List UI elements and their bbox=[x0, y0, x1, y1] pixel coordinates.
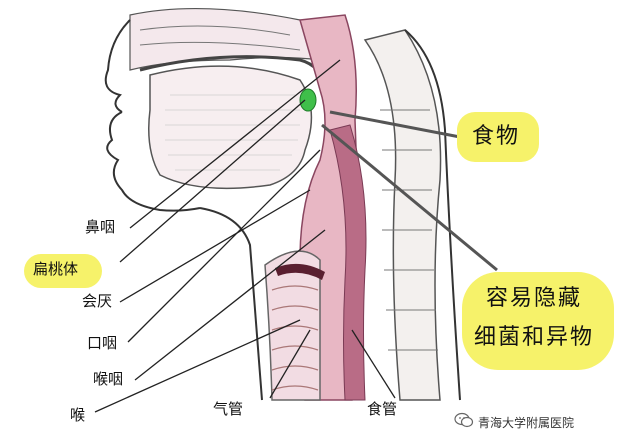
label-tonsil: 扁桃体 bbox=[33, 260, 79, 278]
tonsil-highlight bbox=[24, 254, 102, 288]
neck-outline bbox=[199, 207, 263, 401]
back-outline bbox=[404, 29, 461, 401]
label-trachea: 气管 bbox=[213, 400, 244, 418]
hiding-highlight bbox=[462, 272, 614, 370]
leader-esophagus bbox=[351, 329, 396, 399]
label-hiding-line2: 细菌和异物 bbox=[474, 325, 595, 350]
leader-laryngopharynx bbox=[134, 229, 326, 381]
label-laryngopharynx: 喉咽 bbox=[93, 370, 124, 388]
esophagus-tube bbox=[329, 124, 367, 401]
label-esophagus: 食管 bbox=[367, 400, 398, 418]
nose-outline bbox=[104, 19, 131, 113]
leader-epiglottis bbox=[119, 189, 311, 303]
label-food: 食物 bbox=[472, 124, 521, 149]
leader-nasopharynx bbox=[129, 59, 341, 229]
label-oropharynx: 口咽 bbox=[87, 334, 118, 352]
leader-larynx bbox=[94, 319, 301, 413]
tonsil-mark bbox=[299, 88, 317, 112]
epiglottis-flap bbox=[275, 263, 325, 280]
label-epiglottis: 会厌 bbox=[82, 292, 113, 310]
leader-food bbox=[329, 110, 461, 139]
food-highlight bbox=[457, 112, 539, 162]
leader-oropharynx bbox=[127, 149, 321, 343]
label-nasopharynx: 鼻咽 bbox=[85, 218, 116, 236]
leader-tonsil bbox=[119, 99, 306, 263]
leader-trachea bbox=[269, 329, 311, 399]
leader-hiding bbox=[321, 123, 498, 272]
label-larynx: 喉 bbox=[70, 406, 86, 424]
spine bbox=[363, 29, 442, 401]
watermark-text: 青海大学附属医院 bbox=[478, 416, 575, 430]
nasal-cavity bbox=[129, 7, 322, 71]
tongue bbox=[148, 65, 313, 190]
face-outline bbox=[106, 111, 201, 212]
label-hiding-line1: 容易隐藏 bbox=[486, 286, 583, 311]
wechat-icon bbox=[454, 412, 474, 428]
